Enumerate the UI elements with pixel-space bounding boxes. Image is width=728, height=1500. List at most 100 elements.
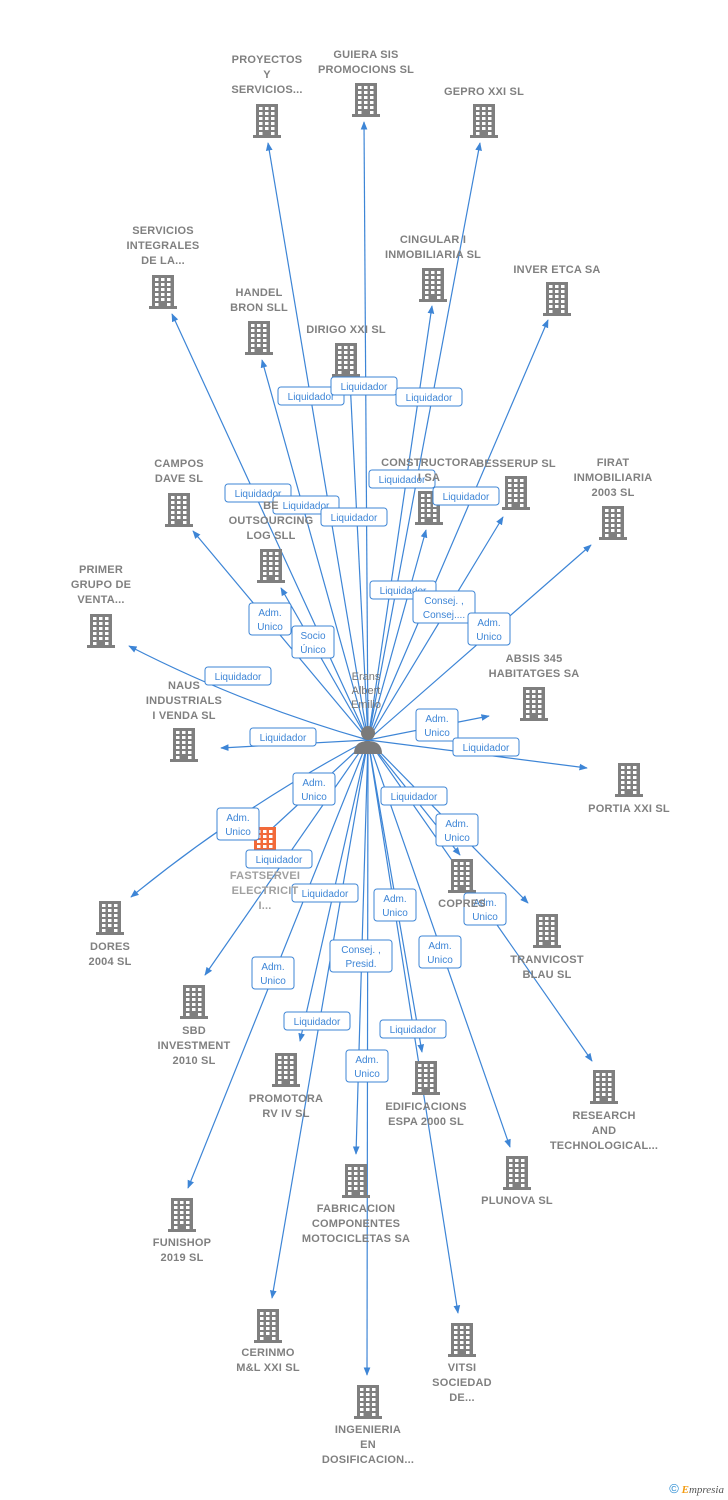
edge-label-badge[interactable]: Liquidador [283, 1011, 351, 1031]
building-icon[interactable] [257, 549, 285, 583]
node-label-portia[interactable]: PORTIA XXI SL [574, 802, 684, 817]
edge-label-badge[interactable]: Adm.Unico [435, 813, 479, 847]
edge-label-badge[interactable]: Liquidador [249, 727, 317, 747]
building-icon[interactable] [170, 728, 198, 762]
building-icon[interactable] [245, 321, 273, 355]
building-icon[interactable] [448, 1323, 476, 1357]
node-label-line: LOG SLL [246, 530, 296, 542]
building-icon[interactable] [502, 476, 530, 510]
building-icon[interactable] [254, 1309, 282, 1343]
building-icon[interactable] [419, 268, 447, 302]
edge-label-badge[interactable]: Liquidador [380, 786, 448, 806]
node-label-dirigo[interactable]: DIRIGO XXI SL [291, 323, 401, 338]
empresia-footer[interactable]: © Empresia [669, 1481, 724, 1496]
edge-label-badge[interactable]: Liquidador [330, 376, 398, 396]
edge-label-badge[interactable]: Liquidador [277, 386, 345, 406]
building-icon[interactable] [520, 687, 548, 721]
person-icon[interactable] [354, 726, 382, 754]
edge-label-badge[interactable]: Liquidador [368, 469, 436, 489]
edge-label-badge[interactable]: Adm.Unico [463, 892, 507, 926]
center-person-name[interactable]: Erans Albert Emilio [336, 670, 396, 712]
building-icon[interactable] [352, 83, 380, 117]
node-label-line: CERINMO [241, 1347, 295, 1359]
edge-label-badge[interactable]: Adm.Unico [251, 956, 295, 990]
building-icon[interactable] [503, 1156, 531, 1190]
node-label-line: PLUNOVA SL [481, 1195, 553, 1207]
building-icon[interactable] [342, 1164, 370, 1198]
edge-label-badge[interactable]: Adm.Unico [292, 772, 336, 806]
edge-label-badge[interactable]: Liquidador [379, 1019, 447, 1039]
building-icon[interactable] [168, 1198, 196, 1232]
edge-label-text: Adm. [261, 962, 284, 973]
edge-label-badge[interactable]: Adm.Unico [345, 1049, 389, 1083]
node-label-line: TRANVICOST [510, 954, 584, 966]
building-icon[interactable] [590, 1070, 618, 1104]
node-label-line: FUNISHOP [152, 1237, 212, 1249]
building-icon[interactable] [149, 275, 177, 309]
node-label-line: DAVE SL [154, 473, 204, 485]
building-icon[interactable] [96, 901, 124, 935]
edge-label-badge[interactable]: Adm.Unico [467, 612, 511, 646]
node-label-inver[interactable]: INVER ETCA SA [502, 263, 612, 278]
building-icon[interactable] [533, 914, 561, 948]
building-icon[interactable] [599, 506, 627, 540]
edge-label-badge[interactable]: Liquidador [432, 486, 500, 506]
edge-label-badge[interactable]: Liquidador [204, 666, 272, 686]
edge-label-badge[interactable]: Liquidador [291, 883, 359, 903]
building-icon[interactable] [543, 282, 571, 316]
edge-label-badge[interactable]: Adm.Unico [216, 807, 260, 841]
node-label-line: ESPA 2000 SL [388, 1116, 464, 1128]
edge-label-badge[interactable]: Liquidador [245, 849, 313, 869]
building-icon[interactable] [354, 1385, 382, 1419]
node-label-plunova[interactable]: PLUNOVA SL [462, 1194, 572, 1209]
building-icon[interactable] [448, 859, 476, 893]
edge-label-badge[interactable]: Liquidador [320, 507, 388, 527]
edge-label-badge[interactable]: Adm.Unico [373, 888, 417, 922]
building-icon[interactable] [180, 985, 208, 1019]
edge-label-text: Consej.... [423, 610, 465, 621]
edge-label-badge[interactable]: Consej. ,Consej.... [412, 590, 476, 624]
building-icon[interactable] [272, 1053, 300, 1087]
building-icon[interactable] [470, 104, 498, 138]
node-label-gepro[interactable]: GEPRO XXI SL [429, 85, 539, 100]
node-label-besserup[interactable]: BESSERUP SL [461, 457, 571, 472]
building-icon[interactable] [412, 1061, 440, 1095]
edge-label-badge[interactable]: Consej. ,Presid. [329, 939, 393, 973]
edge-label-badge[interactable]: Liquidador [395, 387, 463, 407]
building-icon[interactable] [165, 493, 193, 527]
edge-label-badge[interactable]: Liquidador [452, 737, 520, 757]
edge-label-badge[interactable]: Adm.Unico [418, 935, 462, 969]
building-icon[interactable] [615, 763, 643, 797]
building-icon[interactable] [253, 104, 281, 138]
building-icon[interactable] [332, 343, 360, 377]
building-icon[interactable] [87, 614, 115, 648]
node-label-copres[interactable]: COPRES [407, 897, 517, 912]
edge-label-badge[interactable]: Adm.Unico [415, 708, 459, 742]
edge-label-badge[interactable]: Adm.Unico [248, 602, 292, 636]
